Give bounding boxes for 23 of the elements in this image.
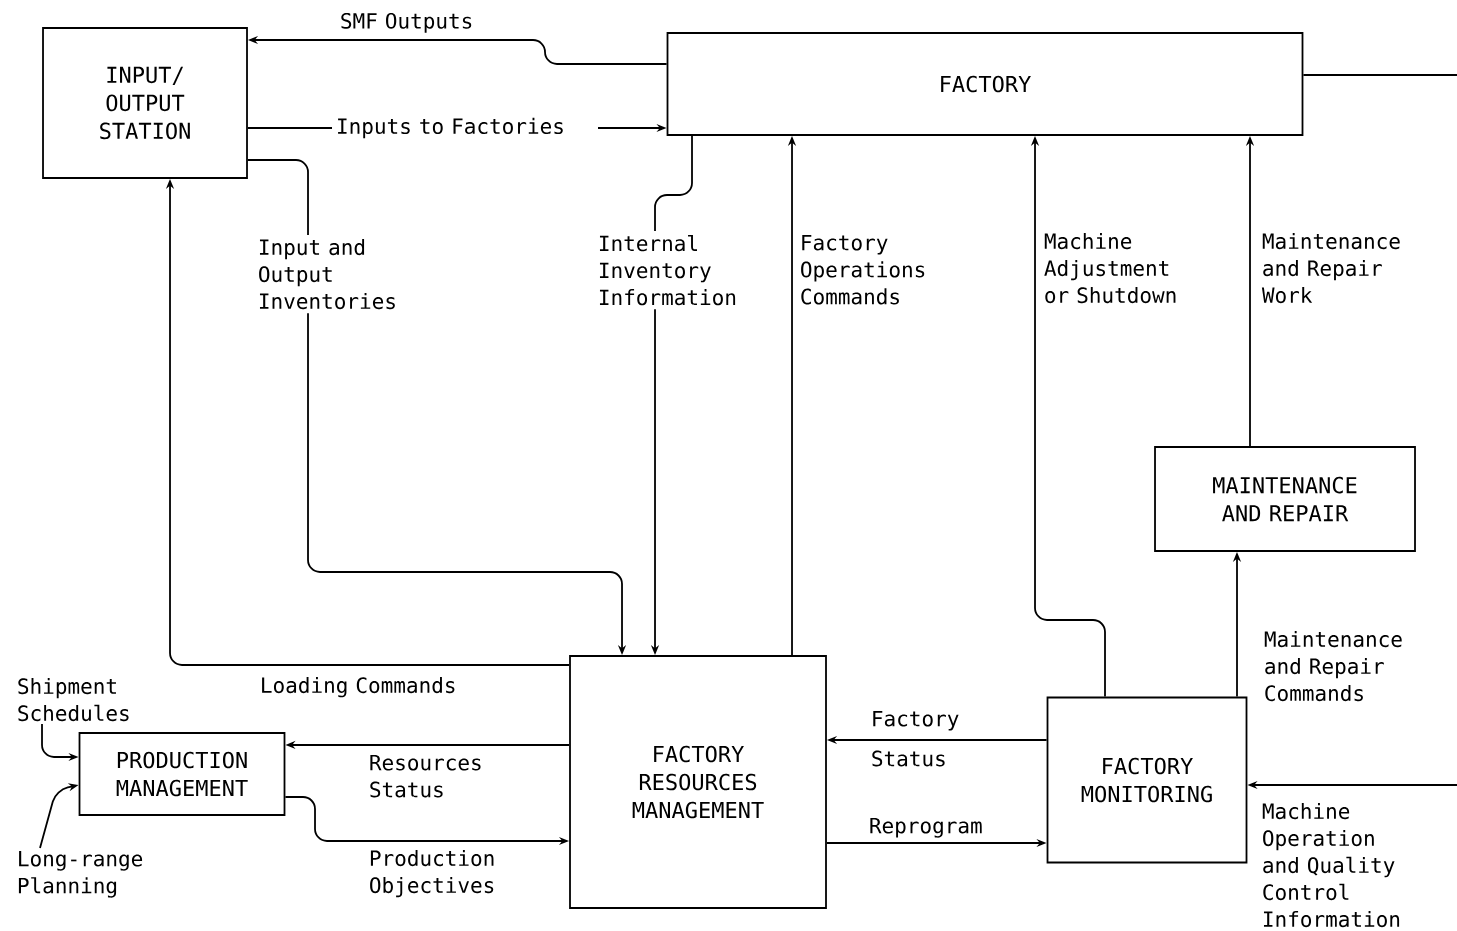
process-box: PRODUCTION MANAGEMENT	[78, 732, 286, 816]
edge-label: Loading Commands	[262, 676, 455, 698]
process-box: INPUT/ OUTPUT STATION	[42, 27, 248, 179]
edge-label: Maintenance and Repair Work	[1261, 232, 1400, 304]
edge-label: Production Objectives	[370, 849, 494, 898]
edge-label: Machine Adjustment or Shutdown	[1044, 232, 1176, 304]
edge-label: Factory Status	[872, 710, 959, 767]
process-box: FACTORY MONITORING	[1046, 696, 1248, 864]
edge-label: Factory Operations Commands	[801, 234, 925, 305]
edge-label: SMF Outputs	[341, 12, 472, 33]
edge-label: Resources Status	[370, 754, 481, 798]
process-box: MAINTENANCE AND REPAIR	[1154, 446, 1416, 552]
source-label: Long-range Planning	[18, 850, 143, 898]
edge-label: Input and Output Inventories	[253, 234, 417, 314]
source-label: Shipment Schedules	[18, 677, 129, 722]
connector-line	[1302, 74, 1457, 76]
edge-label: Internal Inventory Information	[593, 230, 757, 310]
edge-label: Reprogram	[870, 817, 982, 838]
edge-label: Maintenance and Repair Commands	[1264, 630, 1402, 702]
edge-label: Inputs to Factories	[332, 113, 598, 143]
process-box: FACTORY	[666, 32, 1304, 136]
edge-label: Machine Operation and Quality Control Information	[1262, 802, 1400, 928]
process-box: FACTORY RESOURCES MANAGEMENT	[569, 655, 827, 909]
